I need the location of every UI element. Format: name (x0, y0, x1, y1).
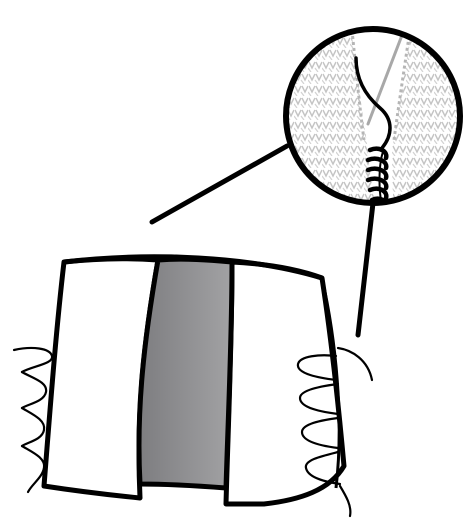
magnifier-lens (283, 26, 463, 206)
garment-right-edge (320, 277, 341, 489)
twisted-seam (365, 146, 389, 203)
garment-left-panel (41, 256, 161, 501)
magnifier-pointer-left (149, 143, 290, 225)
magnifier-pointer-right (355, 200, 376, 338)
magnifier-ring (283, 26, 463, 206)
right-seam-stitches (296, 346, 374, 518)
garment-center-panel (136, 256, 235, 491)
seam-gap (350, 29, 412, 203)
needle-icon (366, 29, 406, 126)
garment-top-edge (63, 254, 323, 281)
yarn-thread (354, 56, 392, 150)
